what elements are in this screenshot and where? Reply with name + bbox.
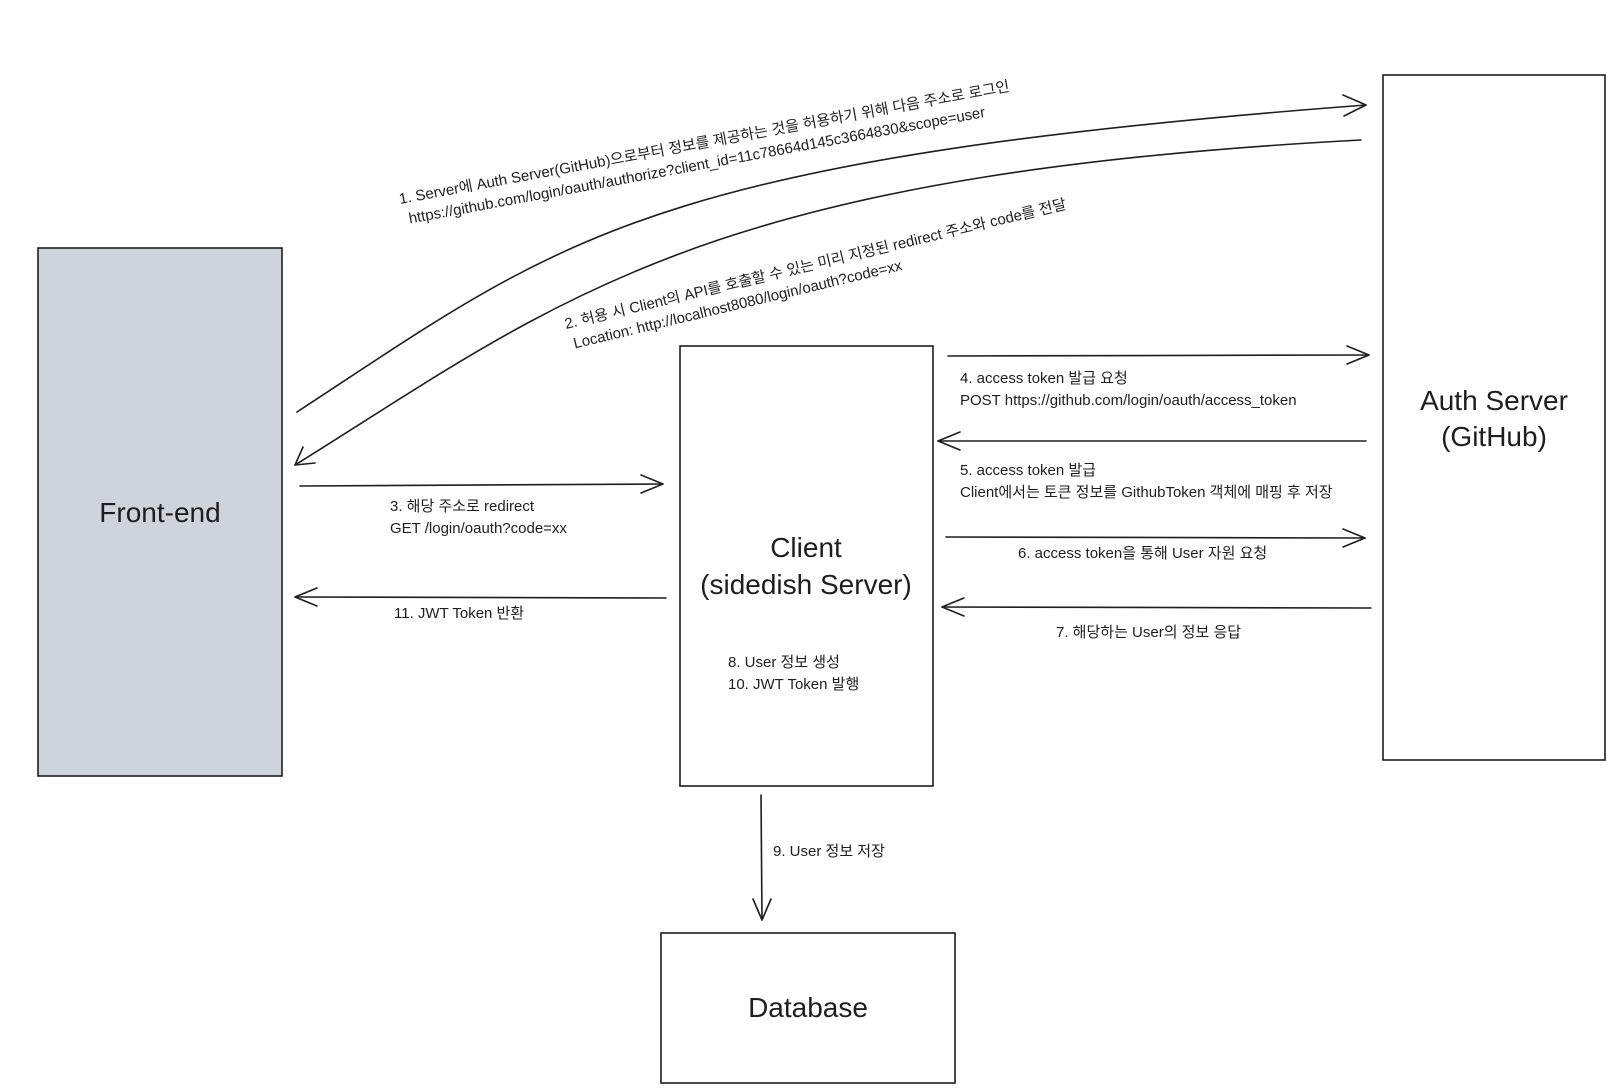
node-database: Database [660,932,956,1084]
edge-step3-line [299,483,664,487]
client-label-line1: Client [770,532,842,563]
client-box [679,345,934,787]
edge-step5-label-line2: Client에서는 토큰 정보를 GithubToken 객체에 매핑 후 저장 [960,484,1333,501]
edge-step3: 3. 해당 주소로 redirect GET /login/oauth?code… [299,474,664,537]
client-label-line2: (sidedish Server) [700,569,912,600]
edge-step4-label-line1: 4. access token 발급 요청 [960,370,1128,387]
edge-step5-arrowhead [937,431,961,451]
edge-step7-arrowhead [941,597,965,617]
node-client: Client (sidedish Server) [679,345,934,787]
frontend-box [37,247,283,777]
edge-step2-line [294,139,1362,466]
edge-step7-label: 7. 해당하는 User의 정보 응답 [1056,624,1241,641]
edge-step6-line [945,536,1366,539]
edge-step5: 5. access token 발급 Client에서는 토큰 정보를 Gith… [937,431,1367,501]
database-box [660,932,956,1084]
edge-step9: 9. User 정보 저장 [752,794,885,921]
step8-note: 8. User 정보 생성 [728,654,840,671]
edge-step1-label-line2: https://github.com/login/oauth/authorize… [407,104,986,228]
edge-step3-arrowhead [640,474,664,494]
auth-server-label-line2: (GitHub) [1441,421,1547,452]
edge-step5-label-line1: 5. access token 발급 [960,462,1096,479]
edge-step6-label: 6. access token을 통해 User 자원 요청 [1018,545,1267,562]
edge-step1-line [296,104,1367,413]
edge-step2-label-line1: 2. 허용 시 Client의 API를 호출할 수 있는 미리 지정된 red… [563,196,1068,333]
edge-step11-arrowhead [294,587,318,607]
edge-step4: 4. access token 발급 요청 POST https://githu… [947,345,1370,409]
edge-step3-label-line2: GET /login/oauth?code=xx [390,520,567,537]
edge-step6: 6. access token을 통해 User 자원 요청 [945,528,1366,562]
edge-step9-line [760,794,763,921]
edge-step11-label: 11. JWT Token 반환 [394,605,524,622]
edge-step4-label-line2: POST https://github.com/login/oauth/acce… [960,392,1297,409]
edge-step4-arrowhead [1346,345,1370,365]
node-auth-server: Auth Server (GitHub) [1382,74,1606,761]
edge-step11: 11. JWT Token 반환 [294,587,667,622]
auth-server-label-line1: Auth Server [1420,385,1568,416]
edge-step7-line [941,606,1372,609]
edge-step9-label: 9. User 정보 저장 [773,843,885,860]
edge-step2-arrowhead [294,446,316,466]
step10-note: 10. JWT Token 발행 [728,676,859,693]
edge-step9-arrowhead [752,898,772,921]
edge-step4-line [947,354,1370,357]
client-notes: 8. User 정보 생성 10. JWT Token 발행 [728,654,859,693]
auth-server-box [1382,74,1606,761]
edge-step1-arrowhead [1342,94,1367,117]
edge-step6-arrowhead [1342,528,1366,548]
edge-step11-line [294,596,667,599]
edge-step3-label-line1: 3. 해당 주소로 redirect [390,498,535,515]
frontend-label: Front-end [99,497,220,528]
edge-step7: 7. 해당하는 User의 정보 응답 [941,597,1372,641]
node-frontend: Front-end [37,247,283,777]
database-label: Database [748,992,868,1023]
